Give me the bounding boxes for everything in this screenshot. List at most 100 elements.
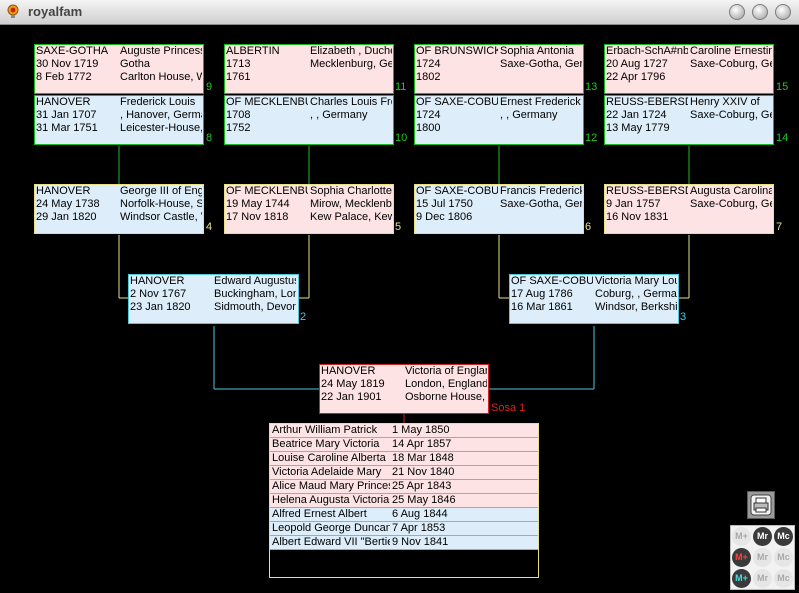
given-name: Caroline Ernestine: [690, 45, 772, 57]
birth-date: 24 May 1738: [36, 198, 100, 210]
memory-panel: M+ Mr Mc M+ Mr Mc M+ Mr Mc: [730, 525, 795, 590]
memory-recall-button[interactable]: Mr: [753, 527, 772, 546]
birth-date: 30 Nov 1719: [36, 58, 99, 70]
connector-lines: [118, 146, 690, 423]
person-card-15[interactable]: Erbach-SchA#nb Caroline Ernestine 20 Aug…: [604, 44, 774, 94]
death-place: Windsor Castle, V: [120, 211, 202, 223]
given-name: Frederick Louis: [120, 96, 196, 108]
child-name: Helena Augusta Victoria: [272, 494, 390, 506]
child-row[interactable]: Alfred Ernest Albert 6 Aug 1844: [270, 508, 538, 522]
person-card-10[interactable]: OF MECKLENBU Charles Louis Fre 1708 , , …: [224, 95, 394, 145]
death-date: 16 Nov 1831: [606, 211, 669, 223]
surname: REUSS-EBERSD: [606, 185, 688, 197]
birth-place: Gotha: [120, 58, 150, 70]
child-birth-date: 21 Nov 1840: [392, 466, 455, 478]
person-card-3[interactable]: OF SAXE-COBUF Victoria Mary Lou 17 Aug 1…: [509, 274, 679, 324]
death-date: 1800: [416, 122, 441, 134]
child-name: Louise Caroline Alberta: [272, 452, 386, 464]
person-card-14[interactable]: REUSS-EBERSD Henry XXIV of 22 Jan 1724 S…: [604, 95, 774, 145]
surname: ALBERTIN: [226, 45, 280, 57]
person-card-5[interactable]: OF MECKLENBU Sophia Charlotte 19 May 174…: [224, 184, 394, 234]
memory-add-button[interactable]: M+: [732, 569, 751, 588]
death-place: Sidmouth, Devon: [214, 301, 296, 313]
death-date: 16 Mar 1861: [511, 301, 573, 313]
child-row[interactable]: Louise Caroline Alberta 18 Mar 1848: [270, 452, 538, 466]
minimize-button[interactable]: [729, 4, 745, 20]
person-card-6[interactable]: OF SAXE-COBUF Francis Frederick 15 Jul 1…: [414, 184, 584, 234]
sosa-number: 7: [776, 221, 783, 233]
sosa-number: 6: [585, 221, 592, 233]
print-button[interactable]: [747, 491, 775, 519]
given-name: Henry XXIV of: [690, 96, 760, 108]
children-list: Arthur William Patrick 1 May 1850 Beatri…: [269, 423, 539, 578]
memory-clear-button[interactable]: Mc: [774, 569, 793, 588]
given-name: Edward Augustus: [214, 275, 296, 287]
memory-recall-button[interactable]: Mr: [753, 548, 772, 567]
child-row[interactable]: Albert Edward VII "Bertie" 9 Nov 1841: [270, 536, 538, 550]
child-birth-date: 14 Apr 1857: [392, 438, 452, 450]
maximize-button[interactable]: [752, 4, 768, 20]
title-bar[interactable]: royalfam: [0, 0, 799, 25]
birth-place: , , Germany: [500, 109, 558, 121]
birth-date: 22 Jan 1724: [606, 109, 667, 121]
child-birth-date: 25 Apr 1843: [392, 480, 452, 492]
child-row[interactable]: Leopold George Duncan 7 Apr 1853: [270, 522, 538, 536]
printer-icon: [750, 494, 772, 516]
child-row[interactable]: Beatrice Mary Victoria 14 Apr 1857: [270, 438, 538, 452]
person-card-12[interactable]: OF SAXE-COBUF Ernest Frederick 1724 , , …: [414, 95, 584, 145]
given-name: Victoria Mary Lou: [595, 275, 677, 287]
memory-recall-button[interactable]: Mr: [753, 569, 772, 588]
person-card-13[interactable]: OF BRUNSWICK Sophia Antonia 1724 Saxe-Go…: [414, 44, 584, 94]
person-card-11[interactable]: ALBERTIN Elizabeth , Duche 1713 Mecklenb…: [224, 44, 394, 94]
person-card-7[interactable]: REUSS-EBERSD Augusta Carolina 9 Jan 1757…: [604, 184, 774, 234]
given-name: Sophia Antonia: [500, 45, 575, 57]
person-card-9[interactable]: SAXE-GOTHA Auguste Princess 30 Nov 1719 …: [34, 44, 204, 94]
memory-add-button[interactable]: M+: [732, 548, 751, 567]
given-name: Francis Frederick: [500, 185, 582, 197]
child-row[interactable]: Alice Maud Mary Princes 25 Apr 1843: [270, 480, 538, 494]
child-birth-date: 18 Mar 1848: [392, 452, 454, 464]
death-place: Leicester-House,: [120, 122, 202, 134]
birth-date: 17 Aug 1786: [511, 288, 573, 300]
death-date: 29 Jan 1820: [36, 211, 97, 223]
death-date: 9 Dec 1806: [416, 211, 473, 223]
memory-clear-button[interactable]: Mc: [774, 527, 793, 546]
child-row[interactable]: Helena Augusta Victoria 25 May 1846: [270, 494, 538, 508]
child-name: Arthur William Patrick: [272, 424, 378, 436]
birth-date: 1724: [416, 58, 441, 70]
death-date: 13 May 1779: [606, 122, 670, 134]
person-card-8[interactable]: HANOVER Frederick Louis 31 Jan 1707 , Ha…: [34, 95, 204, 145]
death-date: 17 Nov 1818: [226, 211, 289, 223]
death-date: 1752: [226, 122, 251, 134]
death-date: 22 Jan 1901: [321, 391, 382, 403]
person-card-4[interactable]: HANOVER George III of Engl 24 May 1738 N…: [34, 184, 204, 234]
death-date: 1761: [226, 71, 251, 83]
death-date: 22 Apr 1796: [606, 71, 666, 83]
memory-add-button[interactable]: M+: [732, 527, 751, 546]
close-button[interactable]: [775, 4, 791, 20]
surname: REUSS-EBERSD: [606, 96, 688, 108]
child-name: Beatrice Mary Victoria: [272, 438, 380, 450]
birth-date: 19 May 1744: [226, 198, 290, 210]
person-card-2[interactable]: HANOVER Edward Augustus 2 Nov 1767 Bucki…: [128, 274, 299, 324]
child-birth-date: 6 Aug 1844: [392, 508, 448, 520]
sosa-number: 11: [395, 81, 407, 93]
surname: OF BRUNSWICK: [416, 45, 498, 57]
person-card-1[interactable]: HANOVER Victoria of Englan 24 May 1819 L…: [319, 364, 489, 414]
window-title: royalfam: [28, 4, 83, 19]
memory-clear-button[interactable]: Mc: [774, 548, 793, 567]
sosa-number: 8: [206, 132, 213, 144]
surname: HANOVER: [321, 365, 376, 377]
birth-place: Saxe-Coburg, Ge: [690, 198, 772, 210]
pedigree-chart: SAXE-GOTHA Auguste Princess 30 Nov 1719 …: [0, 25, 799, 593]
birth-place: London, England: [405, 378, 487, 390]
child-row[interactable]: Victoria Adelaide Mary 21 Nov 1840: [270, 466, 538, 480]
birth-place: , , Germany: [310, 109, 368, 121]
birth-place: Mirow, Mecklenbu: [310, 198, 392, 210]
child-row[interactable]: Arthur William Patrick 1 May 1850: [270, 424, 538, 438]
given-name: George III of Engl: [120, 185, 202, 197]
sosa-number: 15: [776, 81, 789, 93]
birth-date: 1724: [416, 109, 441, 121]
surname: HANOVER: [130, 275, 185, 287]
birth-place: Saxe-Gotha, Gern: [500, 198, 582, 210]
